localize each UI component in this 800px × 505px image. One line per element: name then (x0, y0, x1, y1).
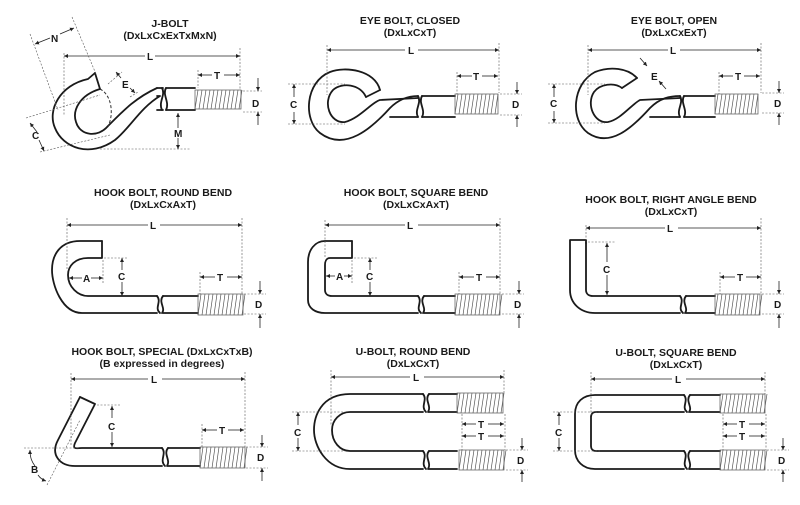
u-bolt-round-title: U-BOLT, ROUND BEND (DxLxCxT) (356, 346, 471, 370)
dim-label-c: C (603, 265, 610, 276)
dim-label-d: D (514, 300, 521, 311)
dim-label-d: D (252, 99, 259, 110)
thread (719, 393, 768, 471)
dim-label-d: D (255, 300, 262, 311)
dim-label-l: L (151, 375, 157, 386)
dim-label-l: L (670, 46, 676, 57)
dim-label-t: T (476, 273, 482, 284)
dim-label-c: C (550, 99, 557, 110)
panel-subtitle: (DxLxCxT) (383, 27, 437, 39)
panel-title: HOOK BOLT, ROUND BEND (93, 187, 233, 199)
eye-bolt-closed-title: EYE BOLT, CLOSED (DxLxCxT) (360, 15, 460, 39)
dim-label-d: D (517, 456, 524, 467)
hook-bolt-round-title: HOOK BOLT, ROUND BEND (DxLxCxAxT) (94, 187, 232, 211)
dim-label-t: T (735, 72, 741, 83)
dim-label-l: L (147, 52, 153, 63)
dim-label-d: D (774, 99, 781, 110)
dim-label-t: T (219, 426, 225, 437)
panel-subtitle: (DxLxCxT) (644, 206, 698, 218)
dim-label-l: L (667, 224, 673, 235)
dim-label-c: C (555, 428, 562, 439)
dim-label-t: T (739, 420, 745, 431)
hook-bolt-special-title: HOOK BOLT, SPECIAL (DxLxCxTxB) (B expres… (71, 346, 252, 370)
dim-label-d: D (257, 453, 264, 464)
dim-label-t: T (217, 273, 223, 284)
dim-label-d: D (774, 300, 781, 311)
panel-title: HOOK BOLT, RIGHT ANGLE BEND (585, 194, 757, 206)
panel-title: EYE BOLT, OPEN (630, 15, 718, 27)
dim-label-a: A (336, 272, 343, 283)
dim-label-d: D (778, 456, 785, 467)
dim-label-c: C (108, 422, 115, 433)
u-bolt-round-drawing: L T T D C (292, 370, 528, 482)
u-bolt-square-drawing: L T T D C (553, 372, 789, 482)
dim-label-t: T (737, 273, 743, 284)
thread (714, 293, 763, 316)
dim-label-c: C (32, 131, 39, 142)
dim-label-t: T (739, 432, 745, 443)
dim-label-l: L (150, 221, 156, 232)
u-bolt-square-title: U-BOLT, SQUARE BEND (DxLxCxT) (615, 347, 736, 371)
dim-label-t: T (478, 432, 484, 443)
dim-label-e: E (122, 80, 129, 91)
hook-bolt-right-angle-drawing: L T D C (569, 218, 784, 328)
panel-title: EYE BOLT, CLOSED (359, 15, 461, 27)
panel-subtitle: (DxLxCxExTxMxN) (123, 30, 217, 42)
panel-subtitle: (B expressed in degrees) (99, 358, 225, 370)
dim-label-t: T (473, 72, 479, 83)
dim-label-l: L (408, 46, 414, 57)
dim-label-m: M (174, 129, 182, 140)
panel-title: U-BOLT, ROUND BEND (355, 346, 471, 358)
hook-bolt-special-drawing: L T D C B (24, 372, 268, 486)
panel-subtitle: (DxLxCxT) (649, 359, 703, 371)
panel-title: HOOK BOLT, SQUARE BEND (343, 187, 489, 199)
thread (199, 446, 248, 469)
thread (714, 93, 759, 115)
dim-label-t: T (478, 420, 484, 431)
panel-subtitle: (DxLxCxExT) (641, 27, 707, 39)
panel-subtitle: (DxLxCxAxT) (130, 199, 196, 211)
dim-label-b: B (31, 465, 38, 476)
dim-label-l: L (413, 373, 419, 384)
panel-title: J-BOLT (151, 18, 189, 30)
dim-label-n: N (51, 34, 58, 45)
thread (194, 89, 243, 110)
eye-bolt-open-title: EYE BOLT, OPEN (DxLxCxExT) (631, 15, 717, 39)
panel-subtitle: (DxLxCxT) (386, 358, 440, 370)
thread (454, 93, 499, 115)
hook-bolt-square-drawing: L T D C A (307, 218, 524, 328)
thread (197, 293, 246, 316)
panel-subtitle: (DxLxCxAxT) (383, 199, 449, 211)
thread (454, 293, 503, 316)
panel-title: HOOK BOLT, SPECIAL (DxLxCxTxB) (71, 346, 253, 358)
hook-bolt-round-drawing: L T D C A (51, 218, 266, 328)
dim-label-c: C (118, 272, 125, 283)
panel-title: U-BOLT, SQUARE BEND (615, 347, 737, 359)
dim-label-d: D (512, 100, 519, 111)
dim-label-l: L (407, 221, 413, 232)
dim-label-e: E (651, 72, 658, 83)
eye-bolt-closed-drawing: L T D C (288, 43, 522, 141)
dim-label-t: T (214, 71, 220, 82)
hook-bolt-right-angle-title: HOOK BOLT, RIGHT ANGLE BEND (DxLxCxT) (585, 194, 757, 218)
j-bolt-drawing: L T D C E M N (25, 16, 262, 153)
dim-label-c: C (290, 100, 297, 111)
hook-bolt-square-title: HOOK BOLT, SQUARE BEND (DxLxCxAxT) (344, 187, 488, 211)
j-bolt-title: J-BOLT (DxLxCxExTxMxN) (123, 18, 216, 42)
dim-label-c: C (366, 272, 373, 283)
dim-label-l: L (675, 375, 681, 386)
dim-label-c: C (294, 428, 301, 439)
thread (456, 392, 507, 471)
dim-label-a: A (83, 274, 90, 285)
eye-bolt-open-drawing: L T D C E (548, 43, 784, 139)
